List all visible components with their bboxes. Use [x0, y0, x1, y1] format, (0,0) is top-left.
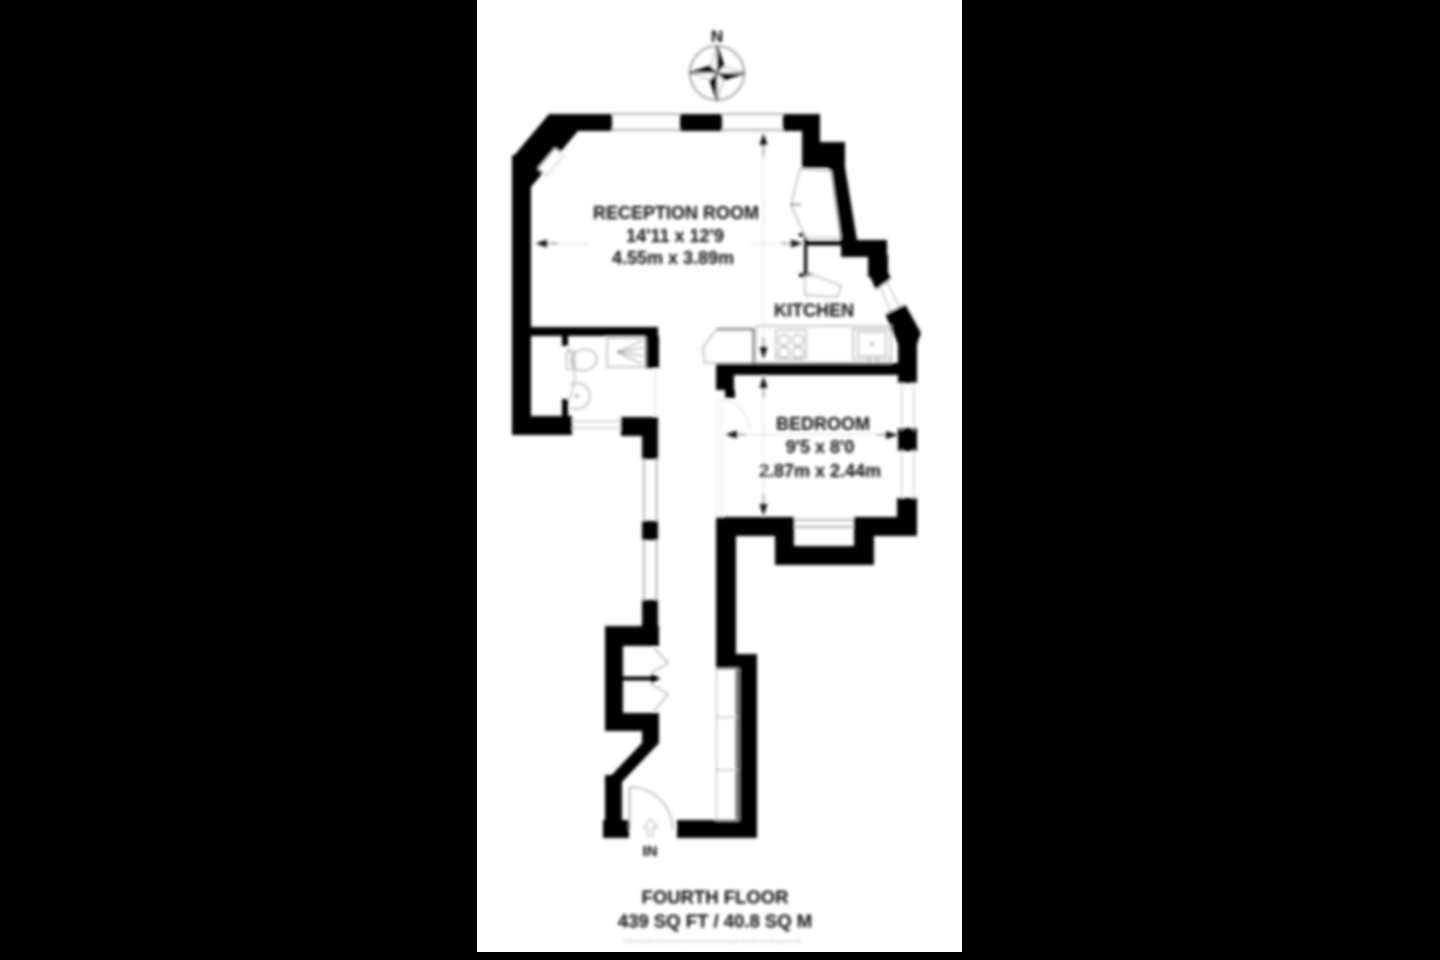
svg-text:9'5 x 8'0: 9'5 x 8'0	[786, 437, 855, 457]
svg-text:KITCHEN: KITCHEN	[774, 301, 854, 321]
svg-text:439 SQ FT / 40.8 SQ M: 439 SQ FT / 40.8 SQ M	[618, 911, 812, 932]
svg-text:Whilst every attempt has been: Whilst every attempt has been made to en…	[622, 938, 802, 945]
svg-text:N: N	[711, 27, 723, 46]
svg-text:BEDROOM: BEDROOM	[776, 414, 870, 434]
svg-text:4.55m x 3.89m: 4.55m x 3.89m	[612, 248, 734, 268]
svg-text:RECEPTION ROOM: RECEPTION ROOM	[593, 203, 759, 223]
svg-text:14'11 x 12'9: 14'11 x 12'9	[626, 226, 724, 246]
svg-text:IN: IN	[643, 843, 658, 860]
svg-text:2.87m x 2.44m: 2.87m x 2.44m	[759, 461, 881, 481]
svg-text:FOURTH FLOOR: FOURTH FLOOR	[642, 887, 789, 908]
